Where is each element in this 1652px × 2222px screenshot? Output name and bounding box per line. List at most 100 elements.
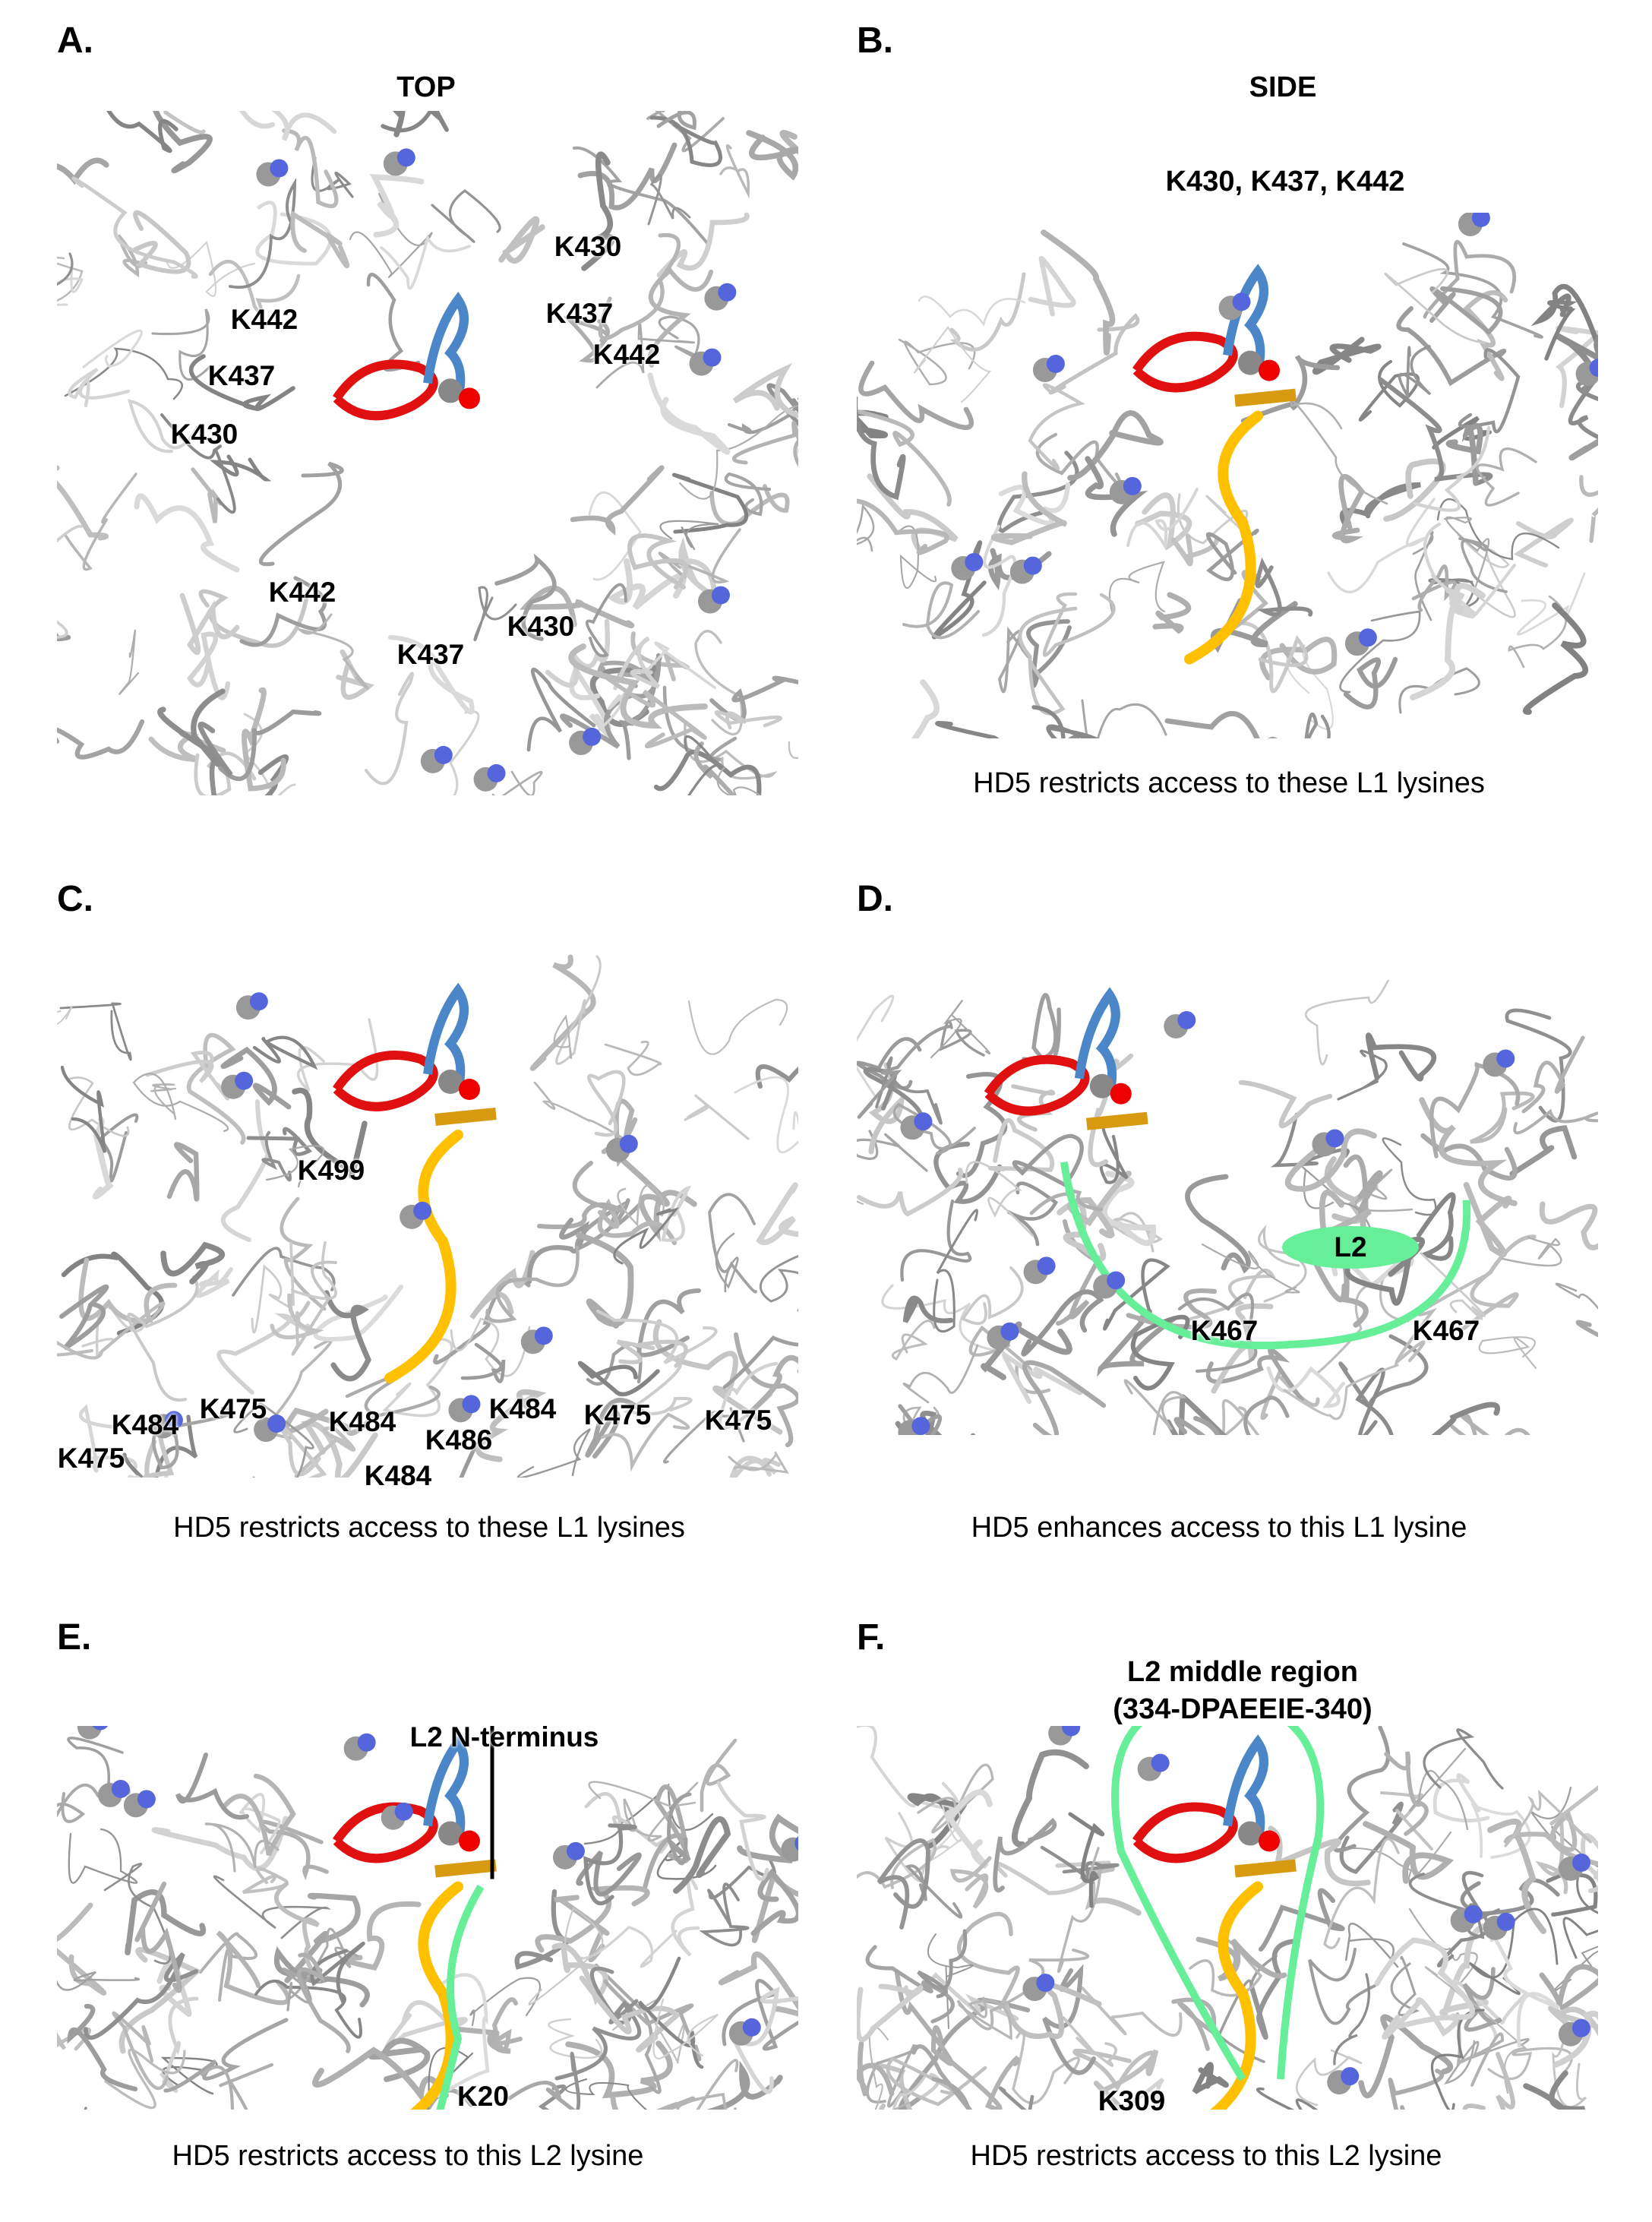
- protein-strand: [537, 1161, 624, 1230]
- protein-strand: [1305, 980, 1390, 1066]
- protein-strand: [1344, 1236, 1426, 1306]
- protein-strand: [588, 491, 642, 581]
- hd5-blue-ribbon: [423, 982, 469, 1091]
- protein-strand: [1249, 1938, 1300, 2040]
- protein-strand: [1423, 1728, 1504, 1790]
- protein-strand: [728, 1452, 789, 1474]
- panel-a-structure: [57, 111, 798, 795]
- protein-strand: [1555, 1282, 1598, 1310]
- nitrogen-sphere: [1571, 2018, 1590, 2037]
- lysine-label: K475: [57, 1443, 125, 1474]
- nitrogen-sphere: [137, 1790, 156, 1809]
- protein-strand: [656, 111, 696, 131]
- hd5-red-ribbon: [333, 359, 438, 421]
- hd5-gold-strand: [1234, 1859, 1297, 1878]
- protein-strand: [78, 1404, 137, 1473]
- protein-strand: [958, 1996, 1012, 2040]
- protein-strand: [1186, 1268, 1276, 1322]
- protein-strand: [1323, 1837, 1400, 1949]
- protein-strand: [737, 1813, 798, 1863]
- nitrogen-sphere: [794, 1836, 798, 1851]
- protein-strand: [714, 710, 782, 730]
- protein-strand: [857, 2040, 895, 2097]
- protein-strand: [1001, 1351, 1082, 1405]
- protein-strand: [857, 1168, 964, 1217]
- protein-strand: [1423, 522, 1517, 619]
- protein-strand: [687, 998, 788, 1055]
- protein-strand: [911, 679, 940, 738]
- protein-strand: [239, 1793, 281, 1854]
- protein-strand: [1429, 286, 1503, 335]
- protein-strand: [57, 252, 74, 286]
- nitrogen-sphere: [1177, 1010, 1196, 1029]
- protein-strand: [998, 2086, 1034, 2110]
- protein-strand: [1316, 1279, 1410, 1375]
- protein-strand: [71, 176, 198, 279]
- panel-b-caption: HD5 restricts access to these L1 lysines: [973, 767, 1485, 799]
- protein-strand: [1443, 516, 1490, 592]
- protein-strand: [1408, 1908, 1478, 1983]
- hd5-gold-strand: [434, 1859, 497, 1878]
- protein-strand: [1487, 1818, 1546, 1934]
- lysine-label: K499: [297, 1155, 365, 1186]
- protein-strand: [1539, 1964, 1598, 2011]
- protein-strand: [565, 2040, 673, 2099]
- protein-strand: [613, 1207, 680, 1265]
- protein-strand: [932, 540, 987, 640]
- protein-strand: [1470, 1091, 1535, 1144]
- protein-strand: [1081, 1987, 1183, 2037]
- protein-strand: [1152, 592, 1192, 634]
- protein-strand: [1337, 1049, 1388, 1101]
- protein-strand: [160, 1241, 225, 1285]
- protein-strand: [597, 1198, 678, 1246]
- protein-strand: [1489, 1933, 1560, 2048]
- hd5-gold-strand: [1086, 1111, 1148, 1130]
- protein-strand: [1333, 1973, 1370, 2066]
- nitrogen-sphere: [911, 1417, 930, 1435]
- nitrogen-sphere: [1341, 2067, 1360, 2086]
- panel-e-structure: [57, 1726, 798, 2110]
- panel-e-caption: HD5 restricts access to this L2 lysine: [172, 2140, 644, 2172]
- protein-strand: [607, 558, 687, 611]
- protein-strand: [663, 1407, 745, 1464]
- protein-strand: [116, 234, 148, 278]
- nitrogen-sphere: [1151, 1753, 1170, 1772]
- protein-strand: [324, 1290, 371, 1382]
- lysine-label: K430: [170, 419, 238, 450]
- protein-strand: [213, 1875, 331, 1939]
- lysine-label: K442: [592, 339, 661, 370]
- oxygen-sphere: [459, 1079, 480, 1100]
- panel-f-letter: F.: [857, 1617, 886, 1658]
- protein-strand: [1568, 438, 1598, 461]
- nitrogen-sphere: [1062, 1726, 1081, 1737]
- protein-strand: [1412, 531, 1434, 621]
- nitrogen-sphere: [965, 552, 984, 571]
- protein-strand: [555, 955, 602, 1065]
- protein-strand: [254, 1979, 362, 2039]
- protein-strand: [1445, 423, 1483, 486]
- nitrogen-sphere: [394, 1802, 413, 1821]
- panel-d-letter: D.: [857, 879, 893, 919]
- protein-strand: [895, 525, 937, 589]
- protein-strand: [1450, 1411, 1530, 1435]
- protein-strand: [917, 1763, 994, 1834]
- protein-strand: [933, 1209, 979, 1333]
- protein-strand: [229, 178, 297, 289]
- protein-strand: [693, 741, 737, 795]
- protein-strand: [68, 1076, 130, 1137]
- protein-strand: [911, 2044, 973, 2110]
- protein-strand: [613, 636, 660, 691]
- protein-strand: [965, 1161, 1034, 1237]
- l2-path: [1060, 1161, 1471, 1350]
- protein-strand: [291, 1260, 337, 1356]
- protein-strand: [1431, 1402, 1500, 1435]
- protein-strand: [617, 1184, 665, 1228]
- protein-strand: [1413, 425, 1491, 512]
- protein-strand: [393, 111, 406, 137]
- protein-strand: [485, 1245, 580, 1323]
- protein-strand: [1505, 1008, 1572, 1123]
- protein-strand: [258, 461, 344, 567]
- protein-strand: [1521, 1035, 1585, 1114]
- protein-strand: [581, 151, 615, 271]
- protein-strand: [1331, 474, 1366, 544]
